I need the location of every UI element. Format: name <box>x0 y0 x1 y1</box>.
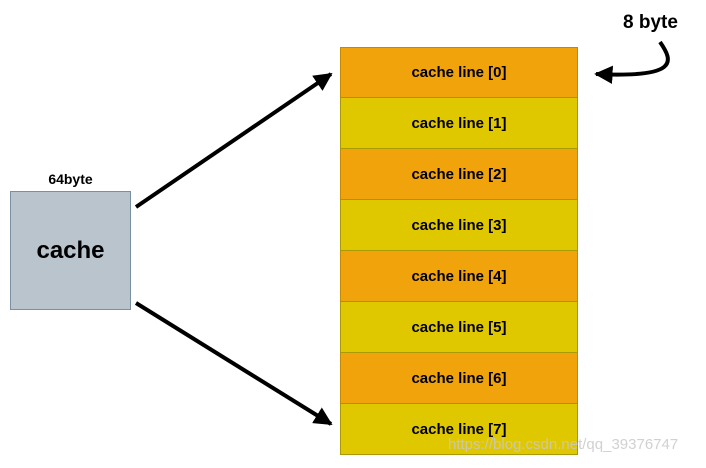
arrow-cache-to-line0 <box>134 72 333 209</box>
cache-box: cache <box>10 191 131 310</box>
cache-box-label: cache <box>36 236 105 264</box>
cache-line-row-1: cache line [1] <box>340 98 578 149</box>
cache-line-row-4: cache line [4] <box>340 251 578 302</box>
cache-line-row-5: cache line [5] <box>340 302 578 353</box>
cache-size-label: 64byte <box>48 171 93 187</box>
cache-line-row-7: cache line [7] <box>340 404 578 455</box>
watermark-url: https://blog.csdn.net/qq_39376747 <box>448 436 679 453</box>
cache-line-row-0: cache line [0] <box>340 47 578 98</box>
arrow-8byte-to-line0 <box>594 40 670 84</box>
cache-line-row-6: cache line [6] <box>340 353 578 404</box>
cache-line-stack: cache line [0] cache line [1] cache line… <box>340 47 578 455</box>
cache-line-row-3: cache line [3] <box>340 200 578 251</box>
line-size-label: 8 byte <box>623 12 678 33</box>
cache-line-row-2: cache line [2] <box>340 149 578 200</box>
arrow-cache-to-line7 <box>134 301 333 426</box>
